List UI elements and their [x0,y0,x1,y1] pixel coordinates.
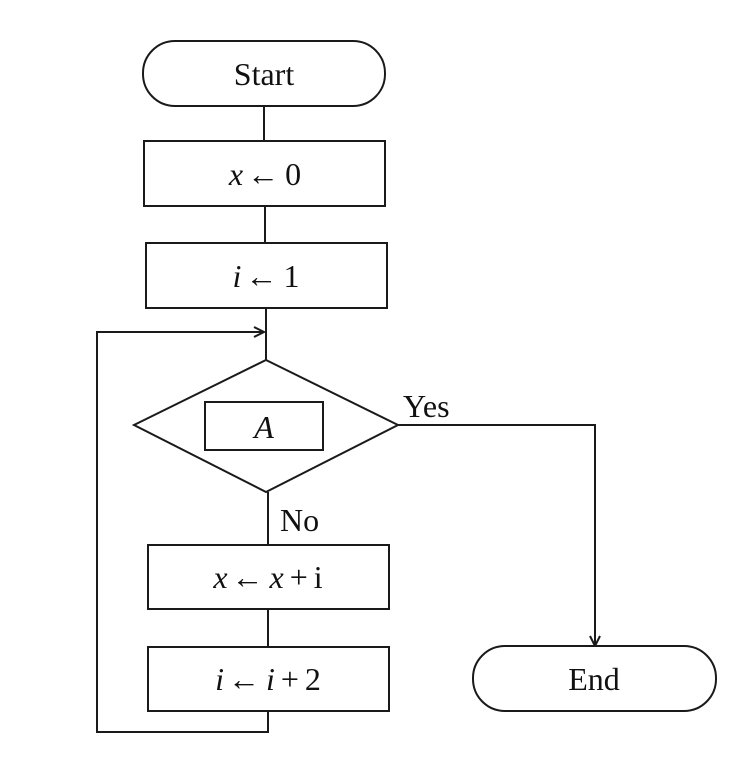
init-x-process: x←0 [143,140,386,207]
init-x-var: x [228,156,243,192]
update-x-operand: i [314,559,323,595]
start-label: Start [234,56,295,92]
update-x-op: + [290,559,308,595]
init-x-arrow: ← [247,156,279,192]
init-i-label: i←1 [233,258,300,294]
update-x-process: x←x+i [147,544,390,610]
init-i-arrow: ← [245,258,277,294]
init-x-label: x←0 [228,156,301,192]
no-label: No [280,502,319,538]
update-i-expr-var: i [266,661,275,697]
yes-label: Yes [403,388,450,424]
loop-back-line [96,332,269,733]
init-i-var: i [233,258,242,294]
condition-box [204,401,324,451]
start-terminal: Start [142,40,386,107]
update-i-arrow: ← [228,661,260,697]
update-x-arrow: ← [232,559,264,595]
update-i-process: i←i+2 [147,646,390,712]
init-x-value: 0 [285,156,301,192]
update-x-expr-var: x [269,559,284,595]
decision-diamond: A [131,358,401,494]
yes-branch-line [398,424,595,646]
end-terminal: End [472,645,717,712]
init-i-process: i←1 [145,242,388,309]
update-i-label: i←i+2 [215,661,321,697]
end-label: End [568,661,620,697]
update-x-var: x [212,559,227,595]
condition-label: A [252,409,274,445]
update-i-var: i [215,661,224,697]
update-i-op: + [281,661,299,697]
update-x-label: x←x+i [212,559,322,595]
init-i-value: 1 [283,258,299,294]
update-i-operand: 2 [305,661,321,697]
